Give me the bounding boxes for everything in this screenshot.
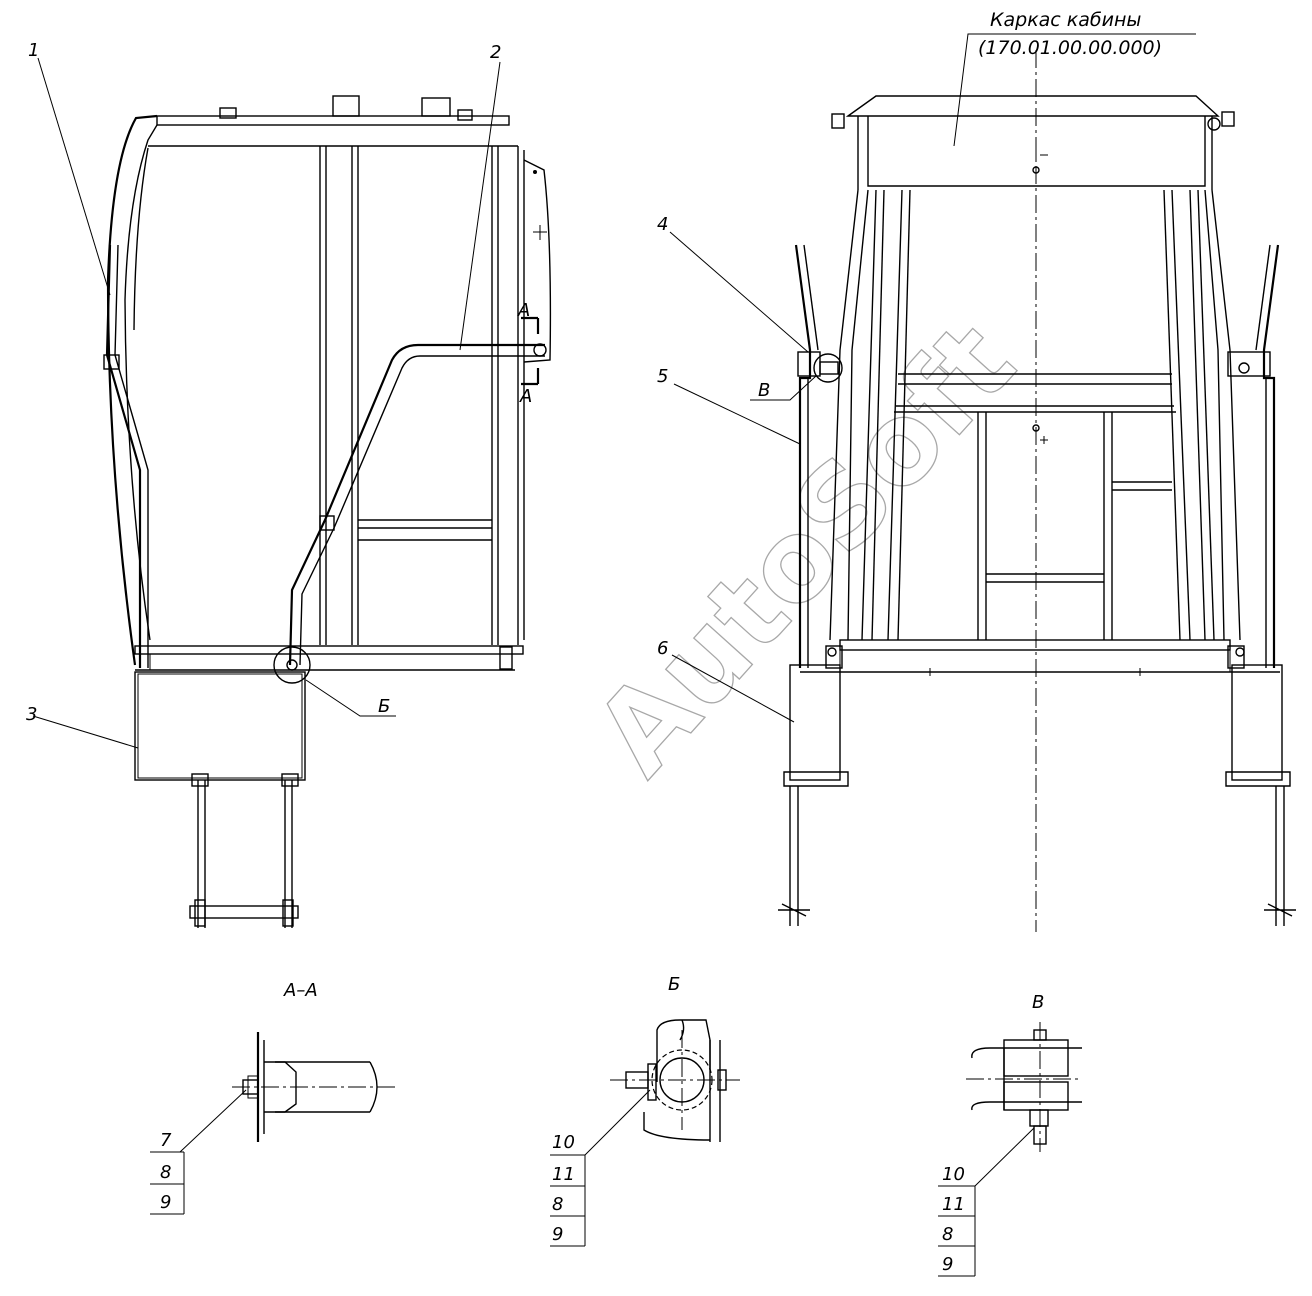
title-line-2: (170.01.00.00.000) [978,37,1162,59]
callout-4: 4 [657,214,668,235]
detail-v-item-3: 8 [942,1224,953,1245]
callout-1: 1 [28,40,39,61]
detail-b-item-4: 9 [552,1224,563,1245]
detail-circle-b [273,646,311,684]
detail-v-item-2: 11 [942,1194,965,1215]
detail-v-item-4: 9 [942,1254,953,1275]
detail-mark-v: В [758,380,770,401]
front-view [778,50,1296,932]
side-view: А А [103,95,552,928]
callout-6: 6 [657,638,668,659]
callout-3: 3 [26,704,37,725]
detail-aa [232,1032,396,1142]
detail-circle-v [813,353,843,383]
detail-aa-item-3: 9 [160,1192,171,1213]
detail-mark-b: Б [378,696,390,717]
section-mark-a-bottom: А [519,386,532,407]
detail-b-item-2: 11 [552,1164,575,1185]
section-mark-a-top: А [517,300,530,321]
detail-b-item-3: 8 [552,1194,563,1215]
callout-5: 5 [657,366,668,387]
detail-aa-item-1: 7 [160,1130,172,1151]
detail-b-title: Б [668,974,680,995]
detail-v [966,1022,1082,1152]
detail-b [610,1019,740,1142]
title-line-1: Каркас кабины [990,9,1141,31]
detail-v-item-1: 10 [942,1164,965,1185]
detail-v-title: В [1032,992,1044,1013]
detail-b-item-1: 10 [552,1132,575,1153]
detail-aa-title: А–А [283,980,318,1001]
callout-2: 2 [490,42,501,63]
detail-aa-item-2: 8 [160,1162,171,1183]
